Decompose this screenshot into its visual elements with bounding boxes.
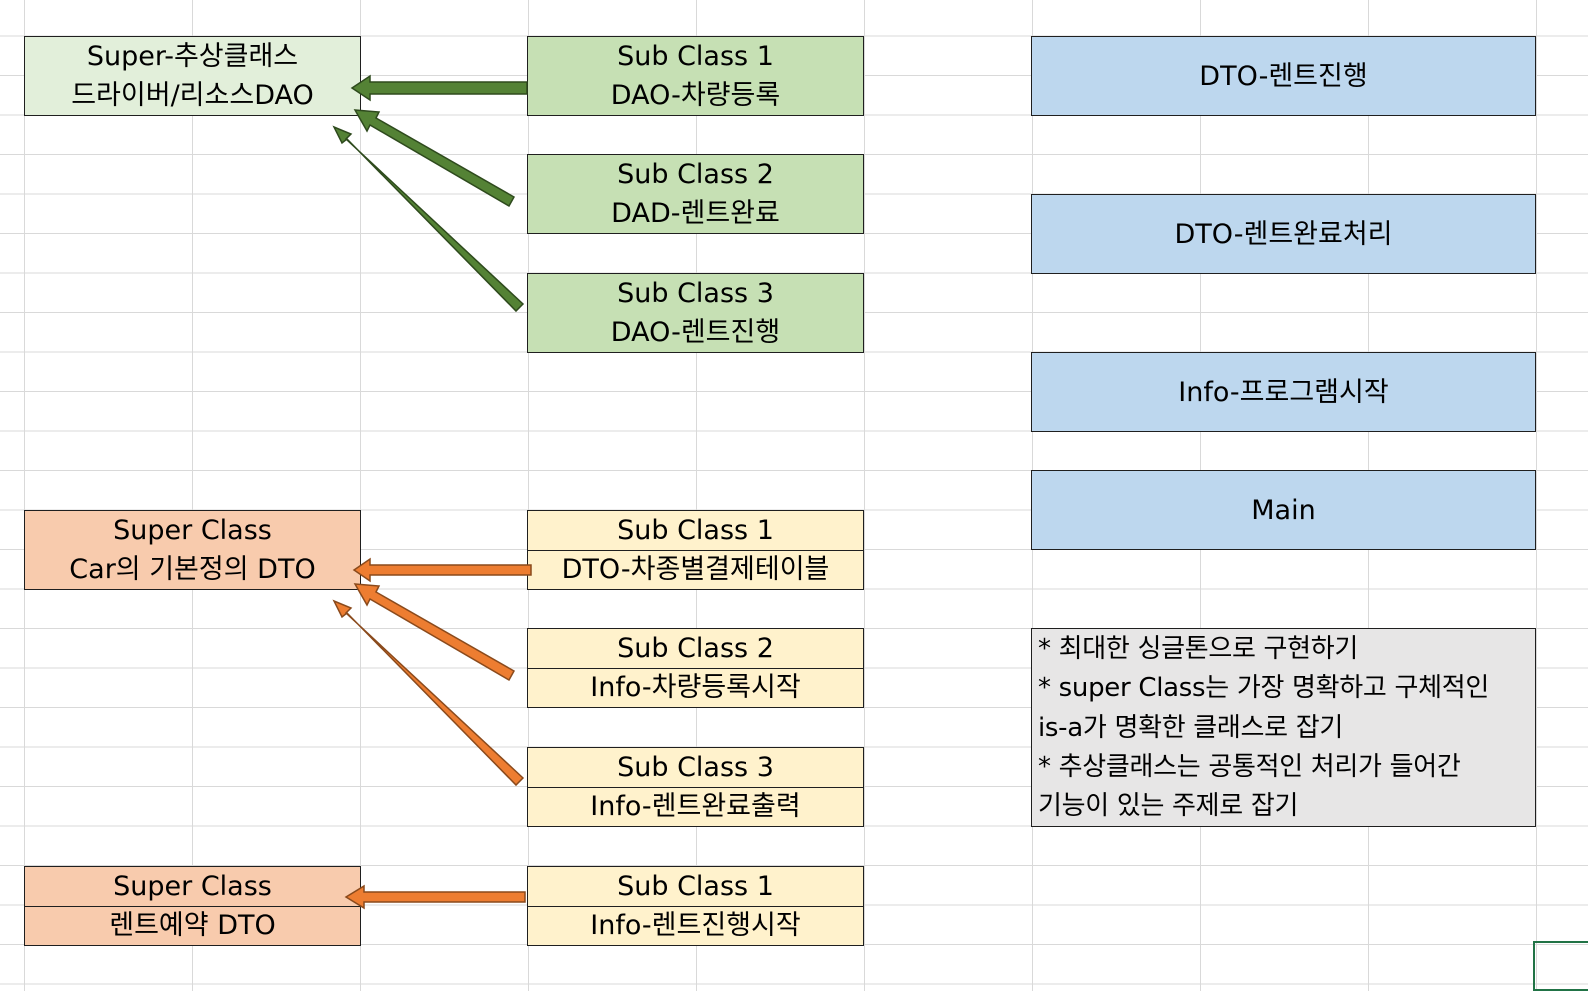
- sub-dao-2-title: Sub Class 2: [617, 159, 774, 190]
- sub-dto-1-box: Sub Class 1 DTO-차종별결제테이블: [527, 510, 864, 590]
- sub-dao-3-title: Sub Class 3: [617, 278, 774, 309]
- super-dto-car-desc: Car의 기본정의 DTO: [69, 554, 316, 585]
- super-dao-desc: 드라이버/리소스DAO: [71, 80, 314, 111]
- sub-info-3-box: Sub Class 3 Info-렌트완료출력: [527, 747, 864, 827]
- dto-rent-progress-label: DTO-렌트진행: [1199, 60, 1368, 92]
- super-dto-rent-box: Super Class 렌트예약 DTO: [24, 866, 361, 946]
- arrow-dto-1-to-super: [352, 557, 532, 583]
- sub-dao-3-desc: DAO-렌트진행: [610, 317, 781, 348]
- arrow-info-2-to-super: [353, 583, 516, 682]
- note-line-3: is-a가 명확한 클래스로 잡기: [1038, 712, 1343, 743]
- sub-dao-2-box: Sub Class 2 DAD-렌트완료: [527, 154, 864, 234]
- dto-rent-progress-box: DTO-렌트진행: [1031, 36, 1536, 116]
- sub-dto-1-desc: DTO-차종별결제테이블: [561, 554, 830, 586]
- super-dao-box: Super-추상클래스 드라이버/리소스DAO: [24, 36, 361, 116]
- sub-info-1-box: Sub Class 1 Info-렌트진행시작: [527, 866, 864, 946]
- cell-selection-indicator: [1533, 941, 1588, 991]
- arrow-dao-1-to-super: [350, 74, 528, 102]
- sub-dao-1-desc: DAO-차량등록: [610, 80, 781, 111]
- sub-info-1-desc: Info-렌트진행시작: [590, 910, 801, 942]
- orange-arrows: [332, 557, 532, 910]
- arrow-dao-2-to-super: [353, 109, 516, 208]
- sub-dao-3-box: Sub Class 3 DAO-렌트진행: [527, 273, 864, 353]
- arrow-dao-3-to-super: [332, 125, 525, 313]
- arrow-info-1-to-super-rent: [344, 884, 526, 910]
- sub-dao-1-box: Sub Class 1 DAO-차량등록: [527, 36, 864, 116]
- note-line-4: * 추상클래스는 공통적인 처리가 들어간: [1038, 751, 1461, 782]
- super-dto-rent-title: Super Class: [25, 867, 360, 907]
- sub-info-2-box: Sub Class 2 Info-차량등록시작: [527, 628, 864, 708]
- sub-dao-1-title: Sub Class 1: [617, 41, 774, 72]
- sub-info-2-desc: Info-차량등록시작: [590, 672, 801, 704]
- sub-info-3-desc: Info-렌트완료출력: [590, 791, 801, 823]
- sub-dao-2-desc: DAD-렌트완료: [611, 198, 780, 229]
- note-line-1: * 최대한 싱글톤으로 구현하기: [1038, 634, 1359, 664]
- super-dao-title: Super-추상클래스: [86, 41, 299, 72]
- green-arrows: [332, 74, 528, 313]
- arrow-info-3-to-super: [332, 599, 525, 787]
- sub-info-2-title: Sub Class 2: [528, 629, 863, 669]
- super-dto-car-box: Super Class Car의 기본정의 DTO: [24, 510, 361, 590]
- super-dto-rent-desc: 렌트예약 DTO: [109, 910, 276, 942]
- dto-rent-complete-label: DTO-렌트완료처리: [1174, 218, 1393, 250]
- sub-info-1-title: Sub Class 1: [528, 867, 863, 907]
- dto-rent-complete-box: DTO-렌트완료처리: [1031, 194, 1536, 274]
- info-program-start-label: Info-프로그램시작: [1178, 376, 1389, 408]
- super-dto-car-title: Super Class: [113, 515, 272, 546]
- note-line-2: * super Class는 가장 명확하고 구체적인: [1038, 673, 1489, 704]
- info-program-start-box: Info-프로그램시작: [1031, 352, 1536, 432]
- notes-box: * 최대한 싱글톤으로 구현하기 * super Class는 가장 명확하고 …: [1031, 628, 1536, 827]
- main-label: Main: [1251, 494, 1316, 526]
- sub-info-3-title: Sub Class 3: [528, 748, 863, 788]
- sub-dto-1-title: Sub Class 1: [528, 511, 863, 551]
- note-line-5: 기능이 있는 주제로 잡기: [1038, 791, 1299, 822]
- main-box: Main: [1031, 470, 1536, 550]
